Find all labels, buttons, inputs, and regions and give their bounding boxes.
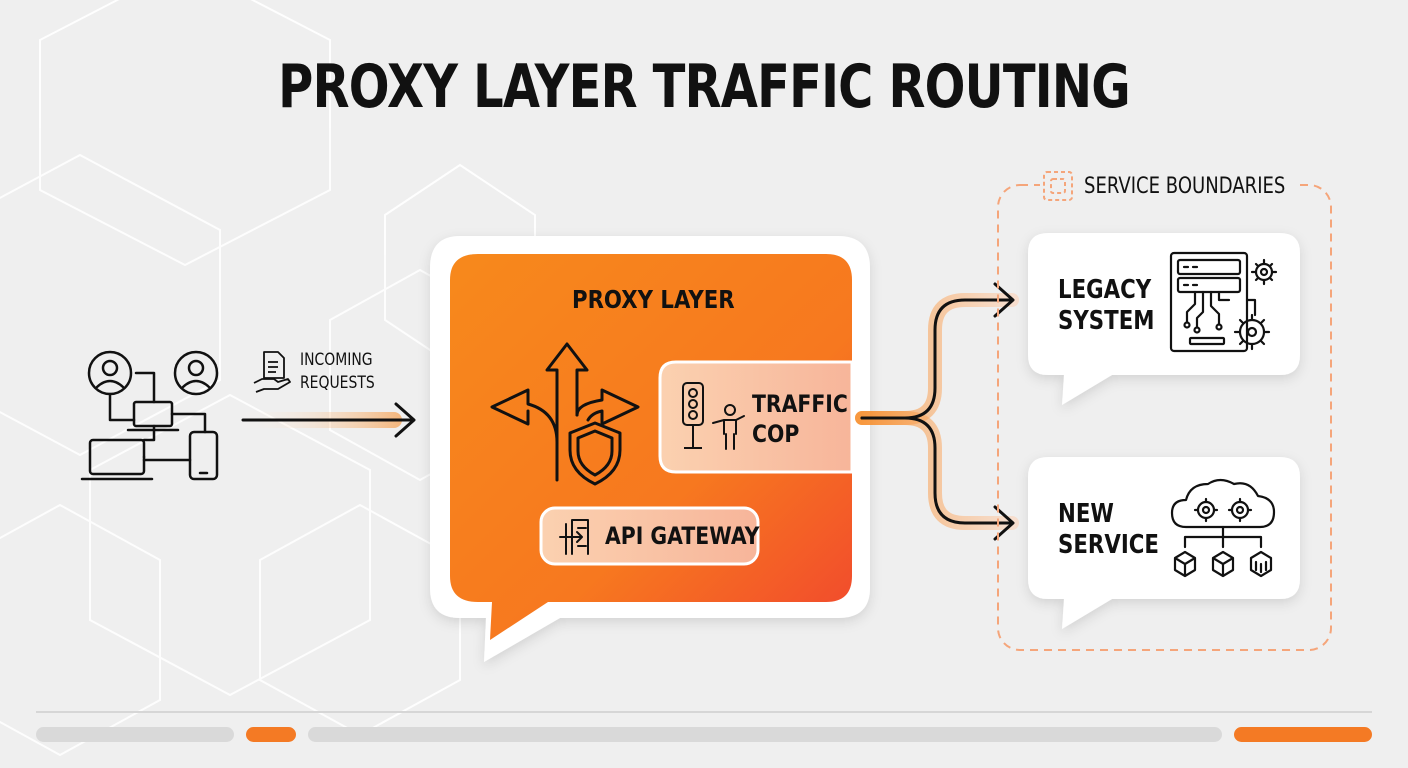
cloud-cubes-icon (1170, 478, 1276, 578)
api-gateway-label: API GATEWAY (605, 522, 760, 550)
gateway-door-icon (559, 519, 589, 555)
page-title: PROXY LAYER TRAFFIC ROUTING (278, 52, 1130, 122)
api-gateway-pill (539, 506, 760, 566)
server-gears-icon (1169, 251, 1278, 353)
new-service-card (1028, 457, 1300, 629)
incoming-arrow (241, 402, 416, 438)
traffic-light-icon (682, 382, 704, 449)
incoming-requests-label: INCOMING REQUESTS (300, 350, 375, 393)
document-hand-icon (253, 351, 291, 393)
person-icon (712, 404, 745, 450)
proxy-layer-title: PROXY LAYER (572, 285, 735, 314)
traffic-cop-pill (658, 360, 854, 474)
legacy-system-card (1028, 233, 1300, 405)
legacy-system-label: LEGACY SYSTEM (1058, 275, 1155, 336)
new-service-label: NEW SERVICE (1058, 499, 1159, 560)
shield-icon (568, 421, 622, 486)
bottom-bar (36, 711, 1372, 742)
branch-connector (855, 282, 1019, 541)
traffic-cop-label: TRAFFIC COP (752, 390, 848, 448)
service-boundaries-label: SERVICE BOUNDARIES (1084, 174, 1286, 199)
split-arrows-icon (490, 342, 640, 482)
users-network-icon (80, 350, 219, 481)
boundary-box-icon (1043, 171, 1073, 201)
